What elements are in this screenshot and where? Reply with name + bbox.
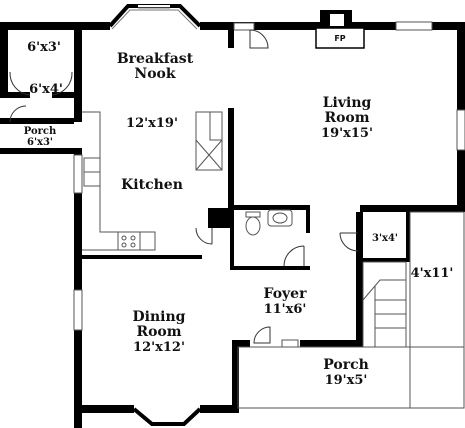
- fireplace: [315, 14, 365, 49]
- breakfast-nook-dim: 12'x19': [126, 116, 178, 131]
- dining-room-label: Dining Room 12'x12': [132, 309, 186, 356]
- fireplace-label: FP: [334, 34, 346, 43]
- breakfast-nook-dimension: 12'x19': [126, 116, 178, 131]
- stair-area-label: 4'x11': [411, 266, 454, 281]
- small-closet-dimension: 3'x4': [371, 233, 399, 244]
- dining-room-name-1: Dining: [132, 309, 186, 325]
- doors: [9, 29, 359, 344]
- windows: [73, 21, 465, 348]
- closet-mid-dimension: 6'x4': [29, 82, 63, 97]
- kitchen-name: Kitchen: [121, 177, 183, 193]
- living-room-dimension: 19'x15': [321, 126, 373, 141]
- breakfast-nook-label: Breakfast Nook: [117, 52, 193, 82]
- stair-area-dimension: 4'x11': [410, 266, 454, 281]
- closet-top-dimension: 6'x3': [27, 40, 61, 55]
- dining-room-name-2: Room: [136, 324, 182, 340]
- front-porch-name: Porch: [323, 357, 369, 373]
- closet-top-label: 6'x3': [27, 40, 61, 55]
- living-room-label: Living Room 19'x15': [321, 95, 373, 142]
- dining-room-dimension: 12'x12': [133, 340, 185, 355]
- interior-walls: [0, 30, 410, 270]
- closet-mid-label: 6'x4': [29, 82, 63, 97]
- front-porch-label: Porch 19'x5': [323, 357, 369, 389]
- small-closet-label: 3'x4': [372, 233, 398, 244]
- foyer-label: Foyer 11'x6': [263, 286, 307, 318]
- front-porch-dimension: 19'x5': [324, 373, 368, 388]
- living-room-name-2: Room: [324, 110, 370, 126]
- fixtures: [82, 111, 465, 409]
- bay-window-top: [108, 4, 202, 28]
- breakfast-nook-name-2: Nook: [134, 66, 176, 82]
- foyer-name: Foyer: [263, 286, 307, 302]
- bay-window-top-glass: [111, 5, 198, 30]
- side-porch-dimension: 6'x3': [26, 137, 53, 148]
- living-room-name-1: Living: [322, 95, 372, 111]
- bay-window-bottom: [132, 407, 202, 426]
- breakfast-nook-name-1: Breakfast: [116, 51, 194, 67]
- side-porch-label: Porch 6'x3': [24, 126, 57, 148]
- foyer-dimension: 11'x6': [263, 302, 307, 317]
- side-porch-name: Porch: [23, 126, 57, 137]
- kitchen-label: Kitchen: [121, 178, 183, 193]
